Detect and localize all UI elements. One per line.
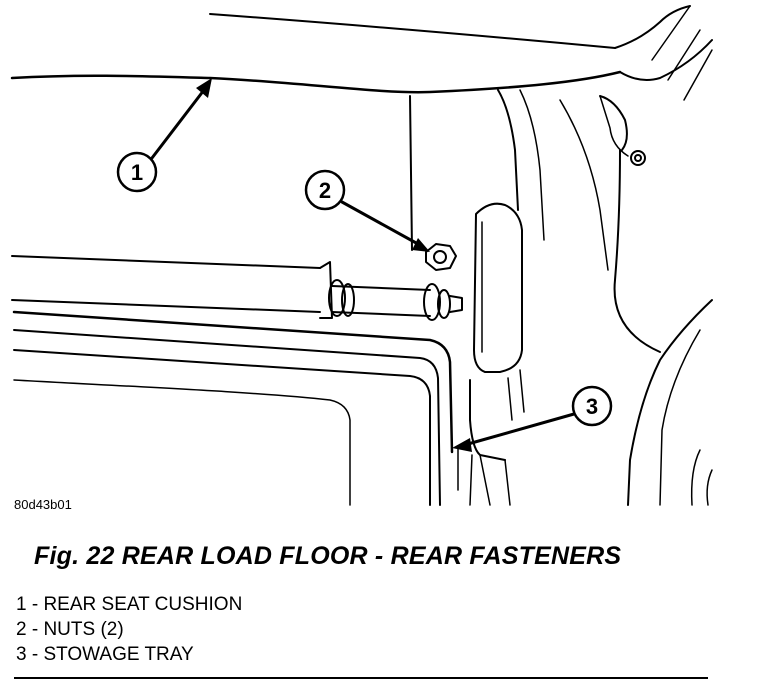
legend-item: 1 - REAR SEAT CUSHION xyxy=(16,594,243,615)
callout-3-label: 3 xyxy=(586,394,598,419)
rear-load-floor xyxy=(11,255,454,506)
legend-item: 2 - NUTS (2) xyxy=(16,619,124,640)
fastener-rod xyxy=(328,279,463,321)
legend-item: 3 - STOWAGE TRAY xyxy=(16,644,194,665)
figure-id: 80d43b01 xyxy=(14,497,72,512)
callout-3: 3 xyxy=(452,385,613,452)
callout-1-label: 1 xyxy=(131,160,143,185)
callout-1: 1 xyxy=(116,78,212,193)
divider xyxy=(14,677,708,679)
line-drawing: 1 2 3 xyxy=(10,5,713,506)
rear-seat-cushion xyxy=(10,5,713,101)
nut xyxy=(425,243,457,271)
legend: 1 - REAR SEAT CUSHION 2 - NUTS (2) 3 - S… xyxy=(16,592,242,667)
callout-2: 2 xyxy=(304,169,430,252)
figure-caption: Fig. 22 REAR LOAD FLOOR - REAR FASTENERS xyxy=(34,542,622,570)
callout-2-label: 2 xyxy=(319,178,331,203)
side-trim xyxy=(409,89,713,506)
striker-bracket xyxy=(457,202,525,506)
